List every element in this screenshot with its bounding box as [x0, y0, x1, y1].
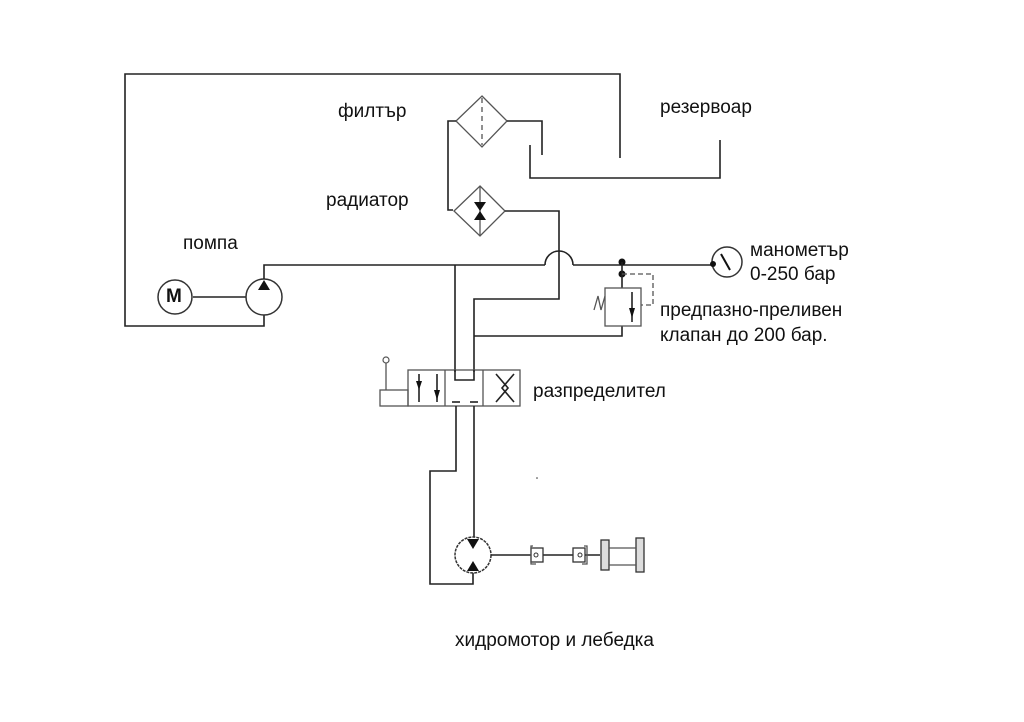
reservoir-label: резервоар — [660, 97, 752, 118]
manometer-symbol — [710, 246, 743, 278]
coupling-2 — [572, 545, 588, 565]
filter-symbol — [455, 95, 508, 148]
motor-letter: M — [166, 286, 182, 307]
motor-line-a — [429, 406, 474, 585]
reservoir-tank — [529, 140, 721, 179]
filter-outlet-line — [507, 120, 543, 155]
filter-label: филтър — [338, 101, 407, 122]
distributor-label: разпределител — [533, 381, 666, 402]
radiator-label: радиатор — [326, 190, 409, 211]
manometer-range-label: 0-250 бар — [750, 264, 836, 285]
relief-valve-label-1: предпазно-преливен — [660, 300, 843, 321]
filter-inlet-line — [447, 120, 456, 211]
stray-dot — [536, 477, 538, 479]
coupling-1 — [530, 545, 544, 565]
relief-valve-symbol — [593, 273, 654, 327]
pressure-line — [263, 264, 545, 279]
pump-symbol — [245, 278, 283, 316]
winch-drum — [600, 537, 645, 573]
pump-label: помпа — [183, 233, 238, 254]
radiator-outlet-line — [505, 210, 560, 250]
distributor-symbol — [379, 356, 521, 407]
hydromotor-winch-label: хидромотор и лебедка — [455, 630, 654, 651]
relief-drain-line — [474, 326, 623, 337]
electric-motor-symbol — [157, 279, 193, 315]
suction-line — [124, 73, 621, 327]
manometer-label: манометър — [750, 240, 849, 261]
hydromotor-symbol — [454, 536, 492, 574]
return-to-distributor — [473, 250, 560, 372]
radiator-symbol — [453, 185, 506, 237]
relief-valve-label-2: клапан до 200 бар. — [660, 325, 828, 346]
